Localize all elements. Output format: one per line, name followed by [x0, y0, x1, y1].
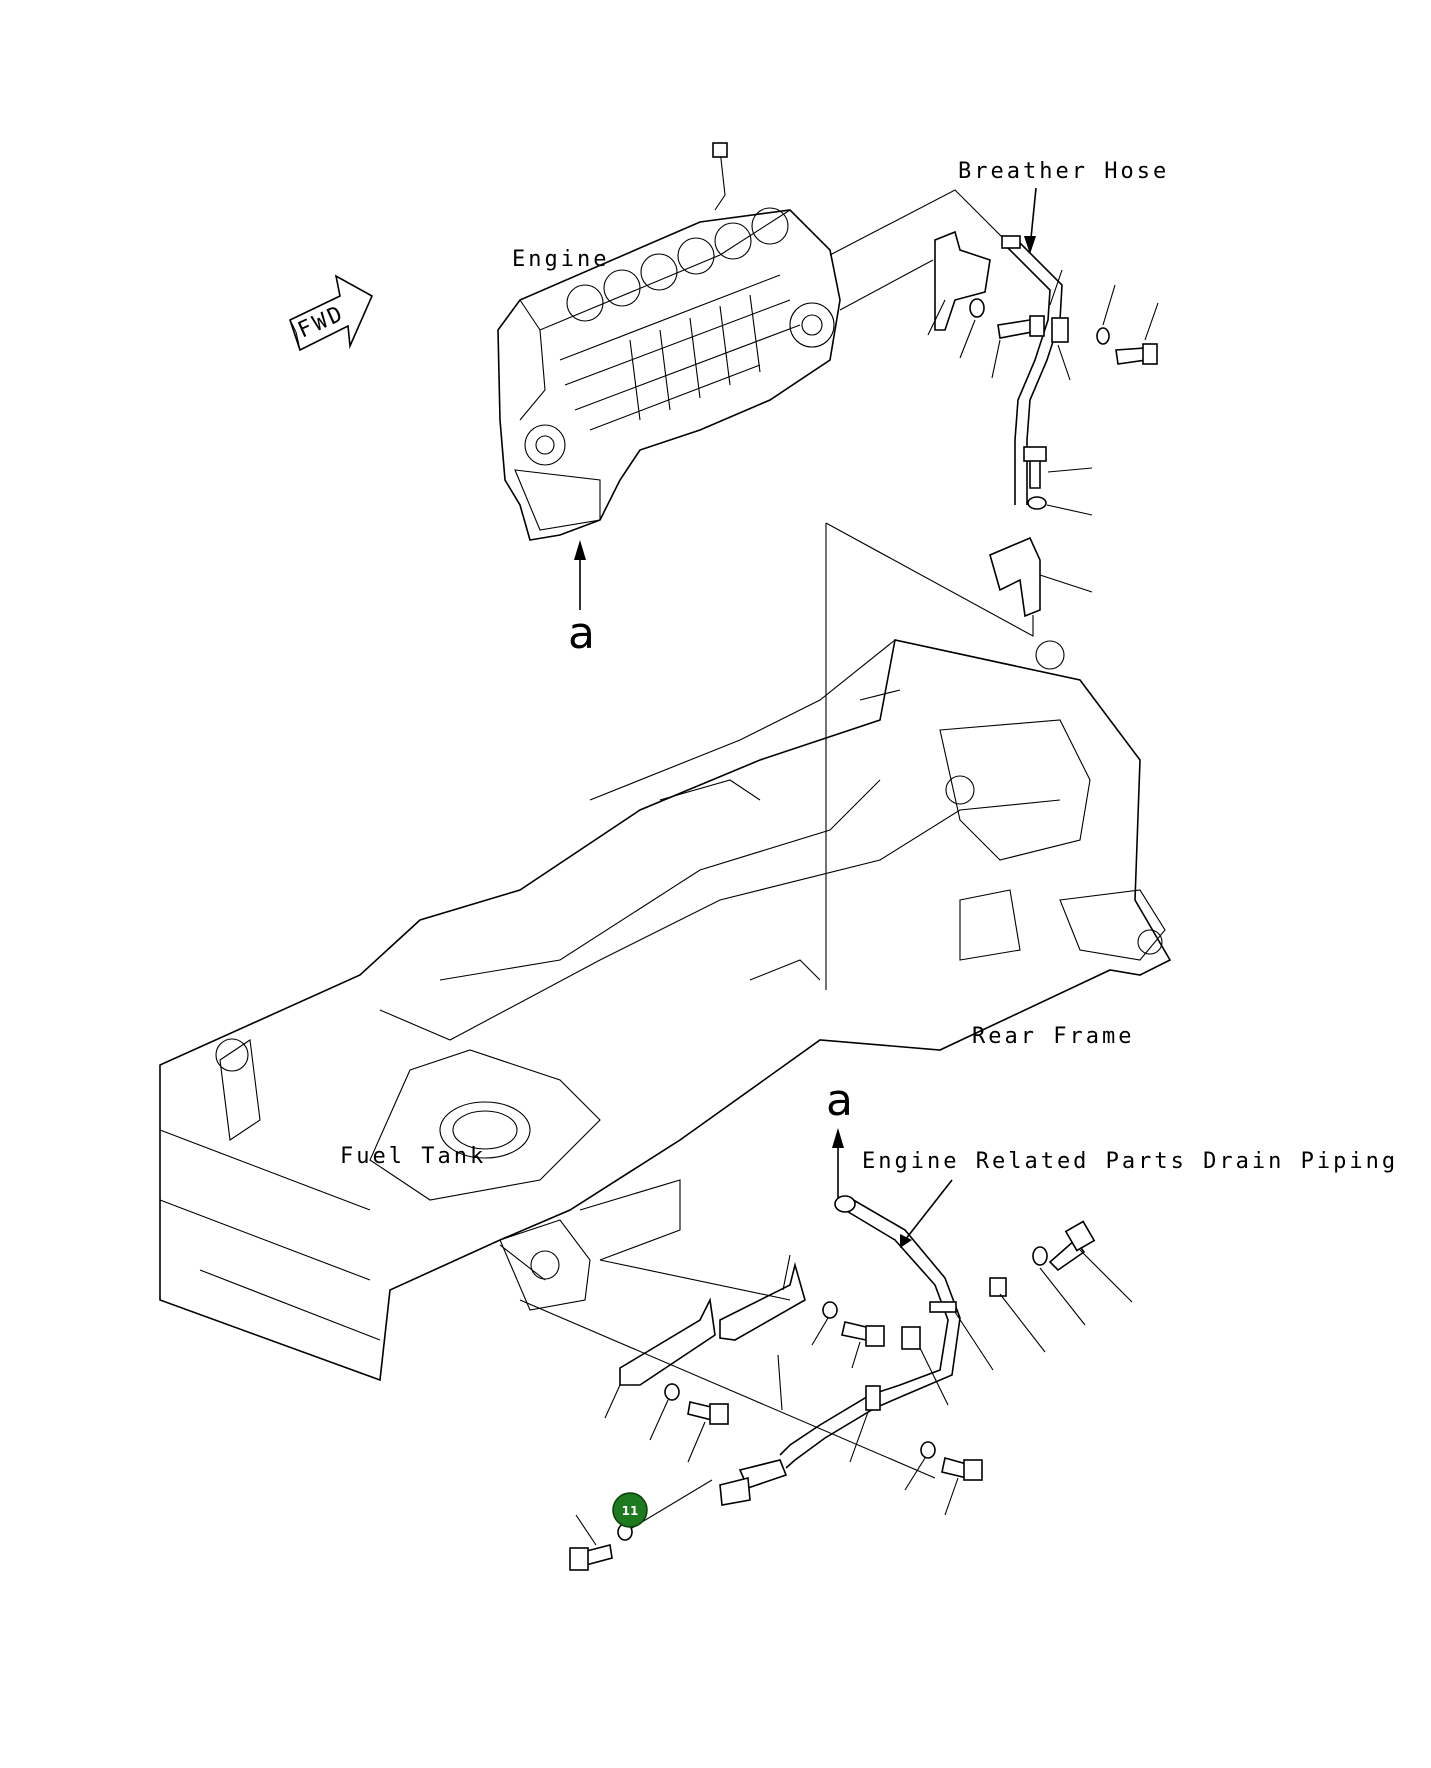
- engine-label: Engine: [512, 247, 609, 272]
- rear-frame-illustration: [159, 639, 1172, 1382]
- fwd-label: FWD: [294, 301, 349, 344]
- connector-icon: [901, 1326, 921, 1350]
- reference-a-top: a: [568, 608, 595, 659]
- bolt-icon: [569, 1544, 613, 1571]
- part-leader: [575, 1514, 597, 1546]
- breather-hose: [1001, 235, 1063, 505]
- reference-a-bottom: a: [826, 1075, 853, 1126]
- engine-illustration: [497, 142, 841, 541]
- drain-piping-leader: [904, 1179, 953, 1241]
- washer-icon: [920, 1441, 936, 1459]
- bracket-top: [934, 230, 991, 331]
- part-leaders: [927, 269, 1159, 593]
- frame-leader-line: [825, 522, 1034, 637]
- clamp-icon: [1051, 317, 1069, 343]
- bolt-icon: [941, 1457, 983, 1481]
- callout-number[interactable]: 11: [622, 1504, 639, 1518]
- washer-icon: [1032, 1246, 1048, 1266]
- fuel-tank-label: Fuel Tank: [340, 1144, 486, 1169]
- bolt-icon: [1023, 446, 1047, 489]
- engine-leader-line: [829, 189, 1011, 256]
- drain-piping-label: Engine Related Parts Drain Piping: [862, 1149, 1398, 1174]
- reference-arrow-up-icon: [832, 1128, 844, 1198]
- fwd-arrow-icon: FWD: [289, 274, 374, 352]
- bracket-lower-left: [619, 1261, 806, 1386]
- drain-hose: [719, 1195, 961, 1506]
- bracket-lower: [989, 536, 1041, 618]
- bolt-icon: [687, 1401, 729, 1425]
- breather-hose-label: Breather Hose: [958, 159, 1169, 184]
- bolt-icon: [1048, 1220, 1096, 1272]
- part-leader: [631, 1479, 713, 1529]
- connector-icon: [989, 1277, 1007, 1297]
- washer-icon: [969, 298, 985, 318]
- washer-icon: [664, 1383, 680, 1401]
- callout-badge[interactable]: 11: [612, 1492, 648, 1528]
- washer-icon: [1027, 496, 1047, 510]
- washer-icon: [1096, 327, 1110, 345]
- rear-frame-label: Rear Frame: [972, 1024, 1134, 1049]
- bolt-icon: [841, 1321, 885, 1347]
- reference-arrow-up-icon: [574, 540, 586, 610]
- part-leaders: [604, 1254, 959, 1516]
- part-leaders: [777, 1249, 1133, 1463]
- bolt-icon: [1115, 343, 1158, 365]
- washer-icon: [822, 1301, 838, 1319]
- bolt-icon: [997, 315, 1045, 339]
